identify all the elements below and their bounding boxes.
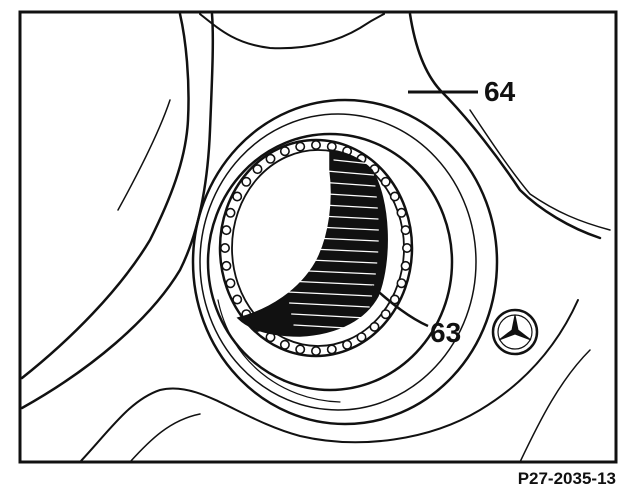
figure-reference: P27-2035-13 bbox=[518, 469, 616, 488]
spline-groove bbox=[299, 214, 379, 220]
housing-part bbox=[20, 12, 611, 463]
spline-tooth bbox=[369, 321, 380, 332]
spline-groove bbox=[293, 324, 365, 330]
spline-tooth bbox=[310, 140, 321, 151]
spline-groove bbox=[333, 159, 373, 165]
spline-tooth bbox=[221, 225, 232, 236]
spline-groove bbox=[288, 247, 379, 253]
spline-tooth bbox=[232, 191, 243, 202]
spline-groove bbox=[304, 203, 378, 209]
star-logo-icon bbox=[491, 308, 539, 356]
spline-groove bbox=[318, 181, 376, 187]
spline-groove bbox=[288, 302, 370, 308]
spline-tooth bbox=[220, 243, 231, 254]
spline-tooth bbox=[225, 278, 236, 289]
spline-tooth bbox=[400, 225, 411, 236]
spline-tooth bbox=[401, 243, 412, 254]
figure-frame bbox=[18, 10, 618, 464]
spline-tooth bbox=[221, 260, 232, 271]
spline-groove bbox=[291, 313, 368, 319]
spline-tooth bbox=[400, 260, 411, 271]
spline-tooth bbox=[356, 332, 367, 343]
spline-groove bbox=[294, 225, 379, 231]
spline-tooth bbox=[380, 309, 391, 320]
spline-tooth bbox=[279, 146, 290, 157]
spline-bore bbox=[218, 138, 414, 358]
callout-64: 64 bbox=[484, 76, 516, 107]
spline-groove bbox=[290, 236, 379, 242]
spline-groove bbox=[311, 192, 377, 198]
spline-groove bbox=[325, 170, 375, 176]
spline-tooth bbox=[342, 339, 353, 350]
leader-line-63 bbox=[371, 285, 429, 328]
spline-tooth bbox=[295, 344, 306, 355]
spline-tooth bbox=[310, 345, 321, 356]
spline-tooth bbox=[265, 153, 276, 164]
spline-groove bbox=[285, 269, 376, 275]
spline-tooth bbox=[326, 344, 337, 355]
spline-tooth bbox=[396, 278, 407, 289]
spline-tooth bbox=[380, 176, 391, 187]
spline-tooth bbox=[295, 141, 306, 152]
spline-tooth bbox=[279, 339, 290, 350]
callout-63: 63 bbox=[430, 317, 461, 348]
spline-tooth bbox=[252, 164, 263, 175]
spline-tooth bbox=[241, 176, 252, 187]
spline-tooth bbox=[396, 207, 407, 218]
spline-tooth bbox=[225, 207, 236, 218]
spline-tooth bbox=[232, 294, 243, 305]
spline-tooth bbox=[389, 191, 400, 202]
spline-groove bbox=[286, 258, 378, 264]
spline-groove bbox=[286, 280, 375, 286]
spline-groove bbox=[287, 291, 373, 297]
